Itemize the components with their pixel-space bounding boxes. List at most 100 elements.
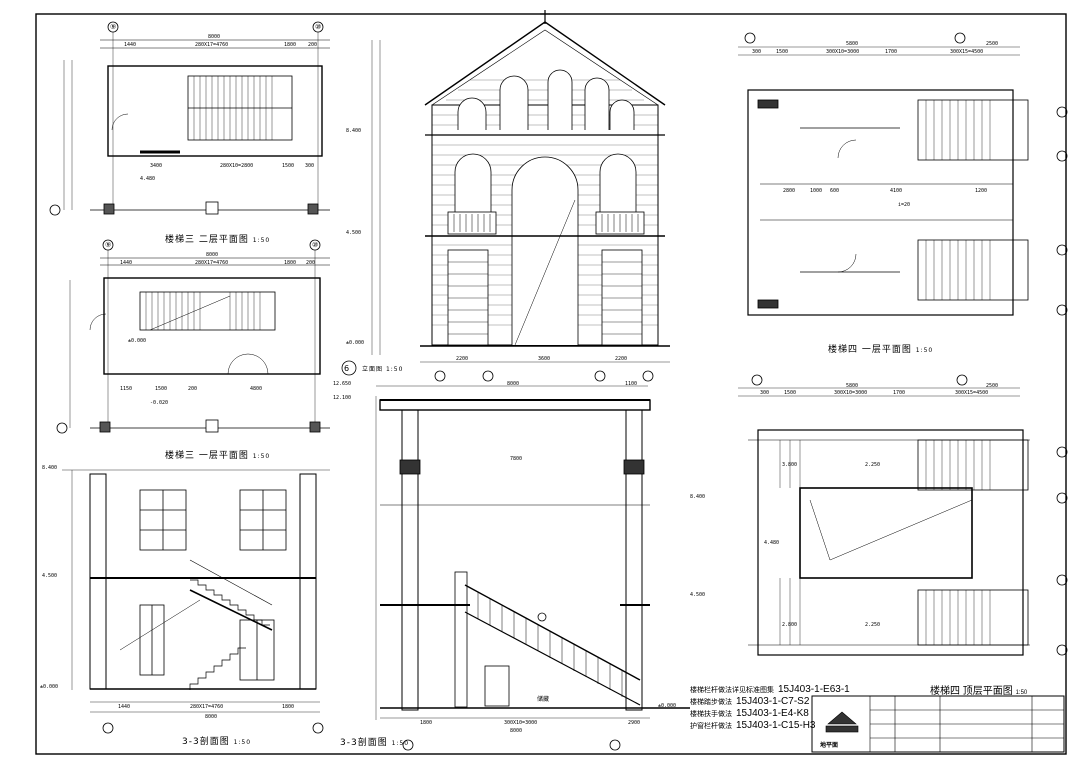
plan2-dimb-1: 3400 — [150, 163, 163, 169]
section33-overall: 8000 — [205, 714, 218, 720]
section33-title: 3-3剖面图 1:50 — [182, 734, 251, 747]
plan1-title-text: 楼梯三 一层平面图 — [165, 451, 249, 461]
elevation-title-text: 立面图 — [362, 366, 384, 373]
plan1-dim-3: 1800 — [284, 260, 297, 266]
plan1-axis-right: ⑩ — [312, 241, 319, 249]
section-main-overall: 8000 — [510, 728, 523, 734]
plan4-1-title: 楼梯四 一层平面图 1:50 — [828, 342, 933, 355]
plan1-dimb-4: 4800 — [250, 386, 263, 392]
plan1-title: 楼梯三 一层平面图 1:50 — [165, 448, 270, 461]
section-main-level-1: 12.650 — [333, 381, 352, 387]
section33-dimb-2: 280X17=4760 — [190, 704, 224, 710]
plan4-1-slope: i=20 — [898, 202, 911, 208]
plan4-1-dim-4: 1700 — [885, 49, 898, 55]
plan4-top-level-3: 4.480 — [764, 540, 780, 546]
elevation-level-1: 8.400 — [346, 128, 362, 134]
section-main-dimb-3: 2900 — [628, 720, 641, 726]
plan4-top-drawing — [738, 374, 1068, 656]
plan4-top-dim-4: 1700 — [893, 390, 906, 396]
plan4-1-dim-2: 1500 — [776, 49, 789, 55]
section33-scale: 1:50 — [233, 739, 252, 746]
section-main-scale: 1:50 — [391, 740, 410, 747]
plan4-top-title-text: 楼梯四 顶层平面图 — [930, 686, 1013, 697]
plan2-drawing — [49, 21, 330, 216]
note-2-label: 楼梯踏步做法 — [690, 698, 732, 706]
elevation-level-3: ±0.000 — [346, 340, 365, 346]
section33-title-text: 3-3剖面图 — [182, 737, 230, 747]
elevation-marker: 6 — [344, 364, 350, 373]
plan4-top-level-5: 2.250 — [865, 622, 881, 628]
plan1-axis-left: ⑨ — [105, 241, 112, 249]
section-main-dimb-2: 300X10=3000 — [504, 720, 538, 726]
elevation-dimb-3: 2200 — [615, 356, 628, 362]
section-main-title: 3-3剖面图 1:50 — [340, 735, 409, 748]
elevation-scale: 1:50 — [385, 366, 404, 373]
plan4-top-level-2: 2.250 — [865, 462, 881, 468]
plan4-1-dim-1: 300 — [752, 49, 762, 55]
plan2-scale: 1:50 — [252, 237, 271, 244]
plan1-overall: 8000 — [206, 252, 219, 258]
plan4-top-overall: 5800 — [846, 383, 859, 389]
note-1-label: 楼梯栏杆做法详见标准图集 — [690, 686, 774, 694]
plan4-1-dimm-3: 600 — [830, 188, 840, 194]
elevation-title: 立面图 1:50 — [362, 364, 403, 373]
plan4-top-level-4: 2.800 — [782, 622, 798, 628]
plan1-level: -0.020 — [150, 400, 169, 406]
plan4-top-overall-2: 2500 — [986, 383, 999, 389]
elevation-dimb-2: 3600 — [538, 356, 551, 362]
plan4-1-dimm-5: 1200 — [975, 188, 988, 194]
plan4-1-title-text: 楼梯四 一层平面图 — [828, 345, 912, 355]
plan4-1-dim-3: 300X10=3000 — [826, 49, 860, 55]
plan2-dim-3: 1800 — [284, 42, 297, 48]
sheet-border — [35, 13, 1067, 755]
plan4-top-scale: 1:50 — [1015, 690, 1028, 696]
elevation-level-2: 4.500 — [346, 230, 362, 236]
title-block — [811, 695, 1065, 753]
section33-dimb-1: 1440 — [118, 704, 131, 710]
note-4-code: 15J403-1-C15-H3 — [736, 720, 816, 731]
section33-level-3: ±0.000 — [40, 684, 59, 690]
section-main-dimt-2: 1100 — [625, 381, 638, 387]
plan4-top-dim-5: 300X15=4500 — [955, 390, 989, 396]
plan1-dim-4: 200 — [306, 260, 316, 266]
plan4-top-level-1: 3.800 — [782, 462, 798, 468]
plan2-dimb-3: 1500 — [282, 163, 295, 169]
note-2-code: 15J403-1-C7-S2 — [736, 696, 810, 707]
note-1: 楼梯栏杆做法详见标准图集 15J403-1-E63-1 — [690, 684, 850, 695]
plan4-1-scale: 1:50 — [915, 347, 934, 354]
section-main-level-5: ±0.000 — [658, 703, 677, 709]
plan2-dimb-2: 280X10=2800 — [220, 163, 254, 169]
plan1-level-2: ±0.000 — [128, 338, 147, 344]
section-main-drawing — [375, 385, 690, 751]
plan2-dim-1: 1440 — [124, 42, 137, 48]
plan4-top-dim-3: 300X10=3000 — [834, 390, 868, 396]
section-main-title-text: 3-3剖面图 — [340, 738, 388, 748]
note-1-code: 15J403-1-E63-1 — [778, 684, 850, 695]
plan1-dim-2: 280X17=4760 — [195, 260, 229, 266]
section33-level-2: 4.500 — [42, 573, 58, 579]
section33-drawing — [62, 469, 330, 734]
stamp-company: 地平面 — [820, 742, 839, 749]
section-main-level-3: 8.400 — [690, 494, 706, 500]
plan1-dim-1: 1440 — [120, 260, 133, 266]
plan1-dimb-1: 1150 — [120, 386, 133, 392]
plan1-drawing — [56, 239, 330, 434]
plan2-title-text: 楼梯三 二层平面图 — [165, 235, 249, 245]
plan2-dimb-4: 300 — [305, 163, 315, 169]
plan4-1-drawing — [738, 32, 1068, 316]
plan2-axis-right: ⑩ — [315, 23, 322, 31]
section-main-level-4: 4.500 — [690, 592, 706, 598]
plan4-1-dimm-2: 1000 — [810, 188, 823, 194]
plan2-axis-left: ⑨ — [110, 23, 117, 31]
plan4-1-overall: 5800 — [846, 41, 859, 47]
elevation-dimb-1: 2200 — [456, 356, 469, 362]
section-main-span: 7800 — [510, 456, 523, 462]
section33-level-1: 8.400 — [42, 465, 58, 471]
section-main-dimt-1: 8000 — [507, 381, 520, 387]
plan4-1-overall-2: 2500 — [986, 41, 999, 47]
elevation-drawing — [341, 10, 670, 382]
